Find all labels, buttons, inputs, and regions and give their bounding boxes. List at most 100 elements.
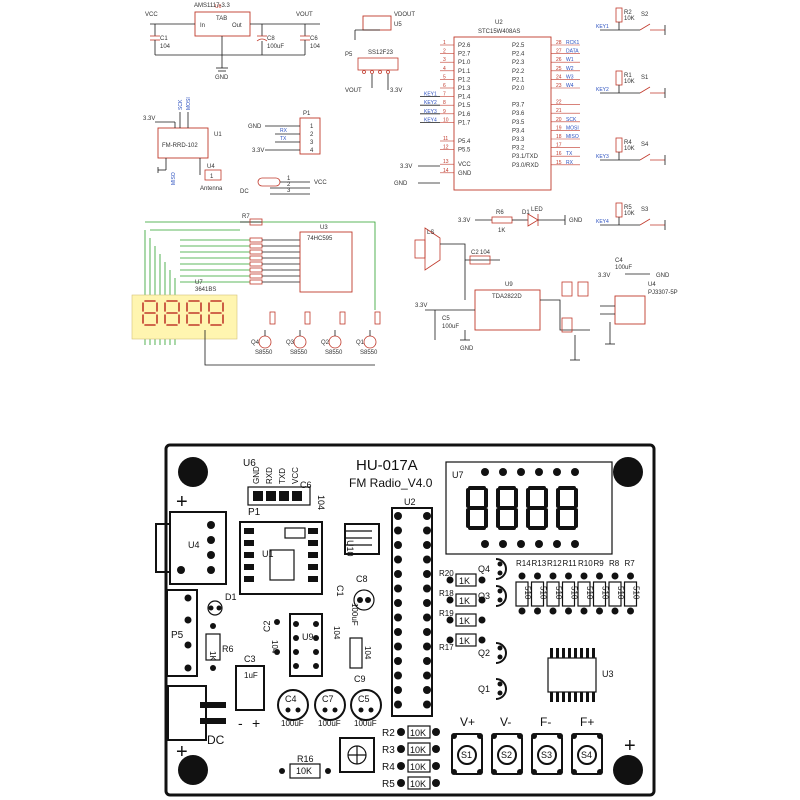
mcu-left-pin-num: 4 bbox=[443, 66, 446, 72]
mcu-left-pin: P5.5 bbox=[458, 148, 471, 154]
key-r-val: 10K bbox=[624, 211, 635, 217]
res-row-name: R7 bbox=[625, 559, 636, 568]
c1-value: 104 bbox=[160, 44, 171, 50]
sch-transistor-part: S8550 bbox=[325, 350, 343, 356]
regulator-pin-in: In bbox=[200, 23, 205, 29]
mcu-right-pin-num: 25 bbox=[556, 66, 562, 72]
amp-c2: C2 bbox=[471, 250, 479, 256]
amp-3v3: 3.3V bbox=[415, 303, 427, 309]
res-row-val: 510 bbox=[523, 586, 532, 600]
shift-r7: R7 bbox=[242, 214, 250, 220]
label-r6: R6 bbox=[222, 644, 234, 654]
keys-schematic: R210KKEY1S2R110KKEY2S1R410KKEY3S4R510KKE… bbox=[596, 7, 666, 230]
mcu-left-pin: P1.5 bbox=[458, 103, 471, 109]
mcu-right-pin: P2.2 bbox=[512, 69, 525, 75]
mcu-right-pin-num: 19 bbox=[556, 125, 562, 131]
mcu-left-pin: P1.0 bbox=[458, 60, 471, 66]
switch-vout: VOUT bbox=[345, 88, 362, 94]
mcu-left-pin: P1.7 bbox=[458, 120, 471, 126]
radio-net-sck: SCK bbox=[178, 99, 184, 110]
elec-cap-val: 100uF bbox=[318, 719, 341, 728]
label-p5: P5 bbox=[171, 630, 184, 641]
mcu-right-pin-num: 21 bbox=[556, 108, 562, 114]
pcb-transistor-name: Q2 bbox=[478, 648, 490, 658]
dc-jack-block: VCC 1 2 3 DC bbox=[240, 176, 327, 195]
pcb-key-name: S4 bbox=[581, 750, 592, 760]
mcu-left-pin-num: 7 bbox=[443, 92, 446, 98]
radio-3v3: 3.3V bbox=[143, 116, 155, 122]
u1-pads bbox=[244, 528, 318, 582]
pcb-key-label: V- bbox=[500, 715, 511, 729]
c3-plus: + bbox=[252, 715, 260, 731]
key-r-name: R1 bbox=[624, 73, 632, 79]
mcu-left-pin: P2.6 bbox=[458, 43, 471, 49]
mid-resistor-val: 1K bbox=[459, 576, 470, 586]
led-r-val: 1K bbox=[498, 228, 505, 234]
mcu-block: U2 STC15W408AS P2.61P2.72P1.03P1.14P1.25… bbox=[394, 20, 580, 191]
label-c1: C1 bbox=[335, 585, 345, 597]
res-row-name: R8 bbox=[609, 559, 620, 568]
amp-c5-val: 100uF bbox=[442, 324, 459, 330]
mcu-left-pin-num: 2 bbox=[443, 49, 446, 55]
pcb-key-label: F- bbox=[540, 715, 551, 729]
mid-resistor-val: 1K bbox=[459, 596, 470, 606]
mcu-right-net: RCK1 bbox=[566, 40, 580, 46]
mcu-right-pin: P2.3 bbox=[512, 60, 525, 66]
elec-cap-name: C4 bbox=[285, 694, 297, 704]
dc-vcc: VCC bbox=[314, 180, 327, 186]
sch-transistor-name: Q3 bbox=[286, 340, 295, 346]
elec-cap-name: C7 bbox=[322, 694, 334, 704]
u2-outline bbox=[391, 507, 433, 717]
res-row-val: 510 bbox=[539, 586, 548, 600]
key-name: S3 bbox=[641, 207, 649, 213]
label-c3: C3 bbox=[244, 654, 256, 664]
regulator-gnd: GND bbox=[215, 75, 229, 81]
label-r6-val: 1K bbox=[208, 651, 217, 661]
mcu-right-net: MOSI bbox=[566, 125, 579, 131]
switch-block: U5 VDOUT P5 U5 SS12F23 VOUT 3.3V bbox=[345, 12, 415, 94]
res-row-val: 510 bbox=[632, 586, 641, 600]
dc-name: DC bbox=[240, 189, 249, 195]
mcu-left-pin-num: 8 bbox=[443, 100, 446, 106]
left-resistor-name: R5 bbox=[382, 779, 395, 790]
key-r-name: R5 bbox=[624, 205, 632, 211]
mcu-right-pin: P2.0 bbox=[512, 86, 525, 92]
mcu-right-net: W3 bbox=[566, 74, 574, 80]
u3-pads bbox=[550, 648, 595, 702]
led-3v3: 3.3V bbox=[458, 218, 470, 224]
mcu-right-pin: P3.2 bbox=[512, 146, 525, 152]
label-c2: C2 bbox=[262, 620, 272, 632]
u7-pads bbox=[481, 468, 579, 548]
pcb-key-name: S2 bbox=[501, 750, 512, 760]
header-p1-rx: RX bbox=[280, 128, 288, 134]
mcu-right-pin: P2.5 bbox=[512, 43, 525, 49]
key-r-val: 10K bbox=[624, 16, 635, 22]
board-subtitle: FM Radio_V4.0 bbox=[349, 476, 433, 490]
radio-name: U1 bbox=[214, 132, 222, 138]
c6-label: C6 bbox=[310, 36, 318, 42]
label-dc: DC bbox=[207, 733, 225, 747]
mcu-pins: P2.61P2.72P1.03P1.14P1.25P1.36P1.47KEY1P… bbox=[394, 40, 580, 187]
regulator-vout-label: VOUT bbox=[296, 12, 313, 18]
res-row-val: 510 bbox=[570, 586, 579, 600]
left-resistor-name: R4 bbox=[382, 762, 395, 773]
label-u1: U1 bbox=[262, 549, 274, 559]
regulator-block: U6 AMS1117-3.3 In TAB Out VCC VOUT C1 10… bbox=[145, 3, 321, 81]
radio-u4-pin: 1 bbox=[210, 174, 214, 180]
u1-module-outline bbox=[239, 521, 323, 595]
mcu-right-pin-num: 17 bbox=[556, 143, 562, 149]
res-row-name: R10 bbox=[578, 559, 593, 568]
audio-part: PJ3307-5P bbox=[648, 290, 678, 296]
shift-resistor-bank bbox=[180, 237, 300, 285]
header-p1-pin4: 4 bbox=[310, 148, 314, 154]
mcu-right-net: W1 bbox=[566, 57, 574, 63]
amp-name: U9 bbox=[505, 282, 513, 288]
c6-value: 104 bbox=[310, 44, 321, 50]
mid-resistor-name: R19 bbox=[439, 609, 454, 618]
label-u3: U3 bbox=[602, 669, 614, 679]
p5-switch-outline bbox=[166, 589, 198, 677]
led-gnd: GND bbox=[569, 218, 583, 224]
